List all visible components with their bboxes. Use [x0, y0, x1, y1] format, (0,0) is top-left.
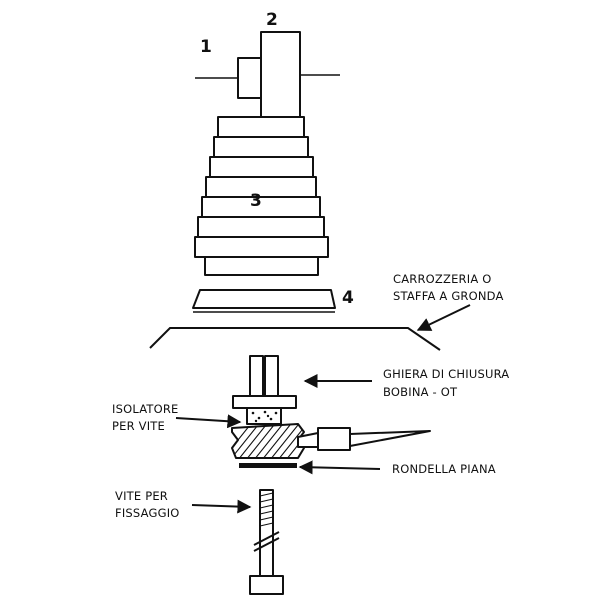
roof-profile: [149, 327, 441, 351]
coil-band: [217, 116, 305, 138]
label-number-3: 3: [250, 191, 262, 211]
washer-arrow: [298, 460, 381, 475]
insulator-texture: [251, 410, 278, 423]
screw-head: [249, 575, 284, 595]
screw-thread: [259, 492, 274, 527]
base-plate-4: [192, 289, 336, 313]
coil-cover-3: [194, 116, 329, 276]
stud-left: [249, 355, 264, 399]
flat-washer: [239, 463, 297, 468]
lower-mount-assembly: [231, 355, 431, 595]
coil-band: [194, 236, 329, 258]
side-knob-1: [237, 57, 264, 99]
roof-label-line2: STAFFA A GRONDA: [393, 289, 504, 303]
roof-label-line1: CARROZZERIA O: [393, 272, 492, 286]
insulator-label-line1: ISOLATORE: [112, 402, 179, 416]
label-number-2: 2: [266, 10, 278, 30]
ring-label-line1: GHIERA DI CHIUSURA: [383, 367, 509, 381]
coil-band: [209, 156, 314, 178]
screw-label-line2: FISSAGGIO: [115, 506, 180, 520]
ring-label-line2: BOBINA - OT: [383, 385, 458, 399]
screw-arrow: [191, 499, 252, 514]
antenna-whip-stub: [195, 31, 340, 119]
coil-band: [204, 256, 319, 276]
locking-ring: [232, 395, 297, 409]
stud-right: [264, 355, 279, 399]
top-rod-2: [260, 31, 301, 119]
break-mark: [253, 537, 280, 552]
break-mark: [253, 531, 280, 546]
vehicle-roof: [149, 304, 471, 351]
washer-label: RONDELLA PIANA: [392, 462, 496, 476]
base-plate: [192, 289, 336, 309]
insulator-label-line2: PER VITE: [112, 419, 165, 433]
label-number-1: 1: [200, 37, 212, 57]
insulator-arrow: [175, 414, 242, 429]
roof-arrow: [416, 304, 471, 331]
screw-label-line1: VITE PER: [115, 489, 168, 503]
insulator: [246, 407, 282, 425]
coil-band: [197, 216, 325, 238]
cable-connector: [317, 427, 351, 451]
coil-band: [213, 136, 309, 158]
cable-tail: [349, 430, 431, 447]
label-number-4: 4: [342, 288, 354, 308]
screw-shank: [259, 489, 274, 577]
